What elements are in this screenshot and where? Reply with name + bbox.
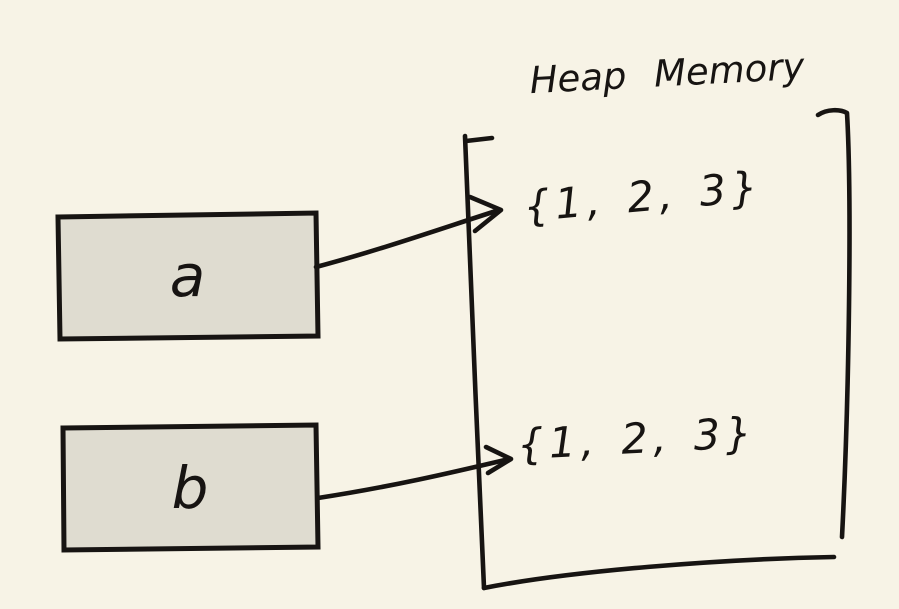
variable-b-label: b: [171, 453, 209, 522]
arrow-b-head-icon: [483, 444, 514, 476]
heap-region-right-bracket: [815, 107, 852, 540]
variable-a-box-label-area: a: [57, 214, 318, 338]
variable-box-a: [55, 210, 321, 342]
variable-box-b: [60, 422, 321, 553]
arrow-a-head-icon: [467, 194, 504, 234]
arrow-b-shaft: [315, 457, 508, 501]
heap-region-bottom-edge: [481, 554, 837, 591]
arrow-a-to-object: [313, 194, 504, 270]
arrow-b-to-object: [315, 444, 514, 501]
arrow-a-shaft: [313, 208, 499, 270]
variable-a-label: a: [169, 242, 206, 310]
variable-b-box-label-area: b: [62, 425, 318, 550]
heap-region-left-bracket: [462, 133, 495, 591]
